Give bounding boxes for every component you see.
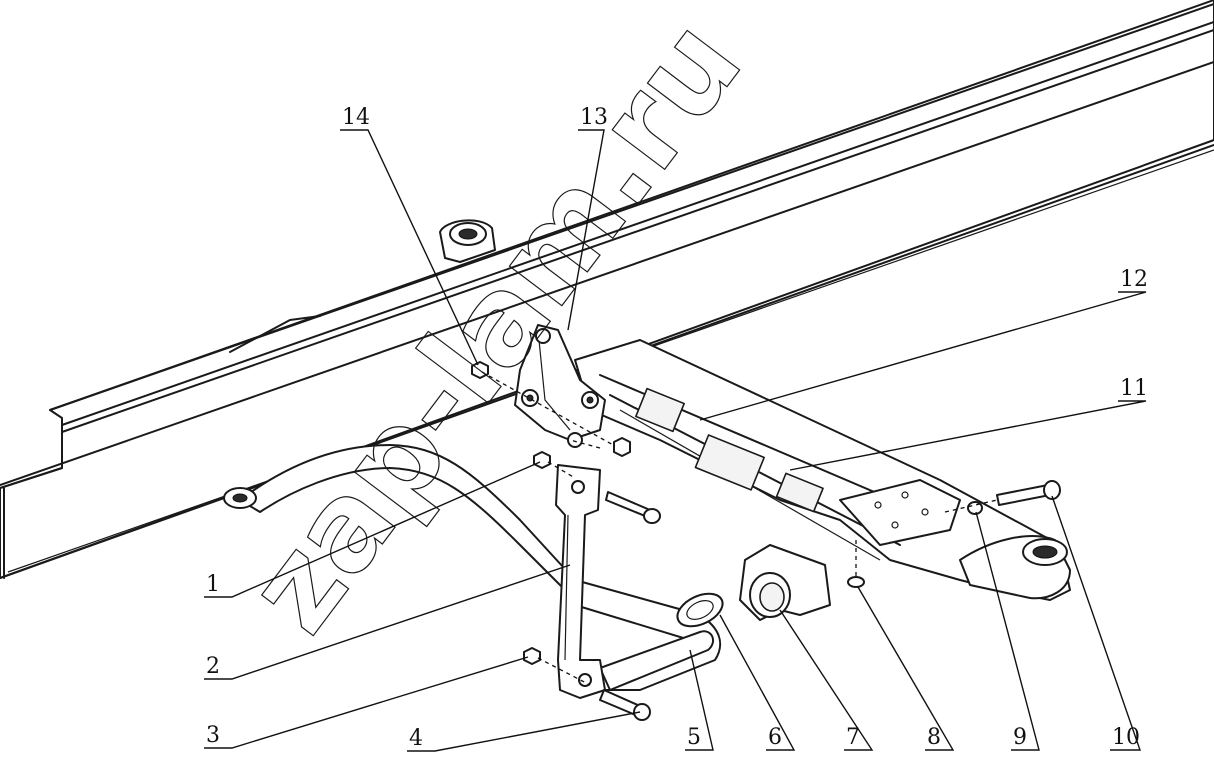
stabilizer-link [555,464,606,699]
mounting-bracket [514,324,606,448]
callout-12: 12 [1120,267,1148,292]
callout-7: 7 [846,725,860,750]
stabilizer-bar [223,444,724,691]
callout-14: 14 [342,105,370,130]
callout-11: 11 [1120,376,1148,401]
callout-5: 5 [687,725,701,750]
assembly-lines [481,371,998,686]
callout-10: 10 [1112,725,1140,750]
frame-rail [0,0,1214,579]
callout-13: 13 [580,105,608,130]
callout-9: 9 [1013,725,1027,750]
bar-clamp [739,544,831,621]
callout-4: 4 [409,726,423,751]
callout-2: 2 [206,654,220,679]
callout-3: 3 [206,723,220,748]
callout-1: 1 [206,572,220,597]
leader-lines [204,129,1147,752]
callout-labels: 14 13 12 11 1 2 3 4 5 6 7 8 9 10 [206,105,1148,751]
cross-member [574,339,1071,601]
callout-8: 8 [927,725,941,750]
callout-6: 6 [768,725,782,750]
fasteners [471,361,1061,721]
